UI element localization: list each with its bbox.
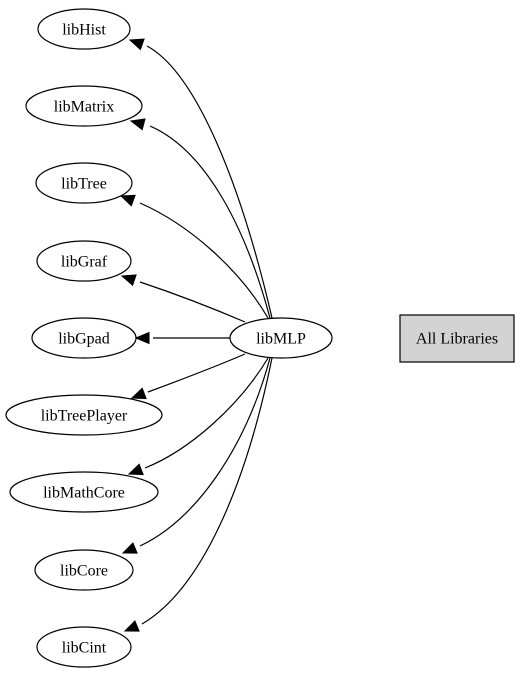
edges-layer: [119, 38, 273, 632]
nodes-layer: libHist libMatrix libTree libGraf libGpa…: [5, 8, 515, 668]
node-label: libTree: [61, 176, 107, 193]
arrowhead: [121, 542, 138, 554]
node-libGpad[interactable]: libGpad: [31, 317, 137, 359]
edge-libMLP-to-libGpad: [134, 331, 230, 345]
node-libGraf[interactable]: libGraf: [36, 240, 132, 282]
edge-line: [139, 281, 246, 323]
arrowhead: [129, 118, 146, 131]
node-libCint[interactable]: libCint: [36, 626, 132, 668]
node-libTree[interactable]: libTree: [35, 162, 133, 204]
edge-line: [149, 125, 271, 319]
node-libMLP[interactable]: libMLP: [229, 317, 333, 359]
edge-line: [146, 45, 273, 319]
arrowhead: [120, 274, 137, 287]
edge-libMLP-to-libMathCore: [127, 357, 269, 476]
edge-line: [144, 357, 269, 469]
edge-line: [147, 353, 246, 393]
edge-line: [139, 357, 271, 547]
edge-libMLP-to-libMatrix: [129, 118, 271, 319]
node-label: libHist: [62, 22, 106, 39]
edge-line: [141, 357, 273, 625]
edge-libMLP-to-libCint: [123, 357, 273, 632]
arrowhead: [130, 387, 147, 400]
edge-libMLP-to-libTreePlayer: [130, 353, 246, 400]
edge-libMLP-to-libTree: [119, 194, 269, 319]
node-libHist[interactable]: libHist: [37, 8, 131, 50]
node-label: libMLP: [256, 331, 306, 348]
node-label: All Libraries: [416, 331, 498, 348]
edge-line: [139, 202, 269, 319]
arrowhead: [123, 620, 140, 632]
node-libMathCore[interactable]: libMathCore: [9, 471, 159, 513]
arrowhead: [127, 463, 144, 476]
node-label: libCore: [60, 563, 108, 580]
all-libraries-node[interactable]: All Libraries: [399, 314, 515, 363]
edge-libMLP-to-libHist: [128, 38, 273, 319]
node-label: libMatrix: [54, 99, 114, 116]
node-label: libCint: [62, 640, 107, 657]
arrowhead: [134, 331, 150, 345]
node-libCore[interactable]: libCore: [34, 549, 134, 591]
node-libTreePlayer[interactable]: libTreePlayer: [5, 394, 163, 436]
arrowhead: [128, 38, 145, 51]
node-libMatrix[interactable]: libMatrix: [25, 85, 143, 127]
node-label: libMathCore: [43, 485, 125, 502]
edge-libMLP-to-libCore: [121, 357, 271, 554]
arrowhead: [119, 194, 136, 207]
node-label: libTreePlayer: [41, 408, 128, 425]
edge-libMLP-to-libGraf: [120, 274, 246, 323]
node-label: libGpad: [58, 331, 110, 348]
node-label: libGraf: [61, 254, 108, 271]
